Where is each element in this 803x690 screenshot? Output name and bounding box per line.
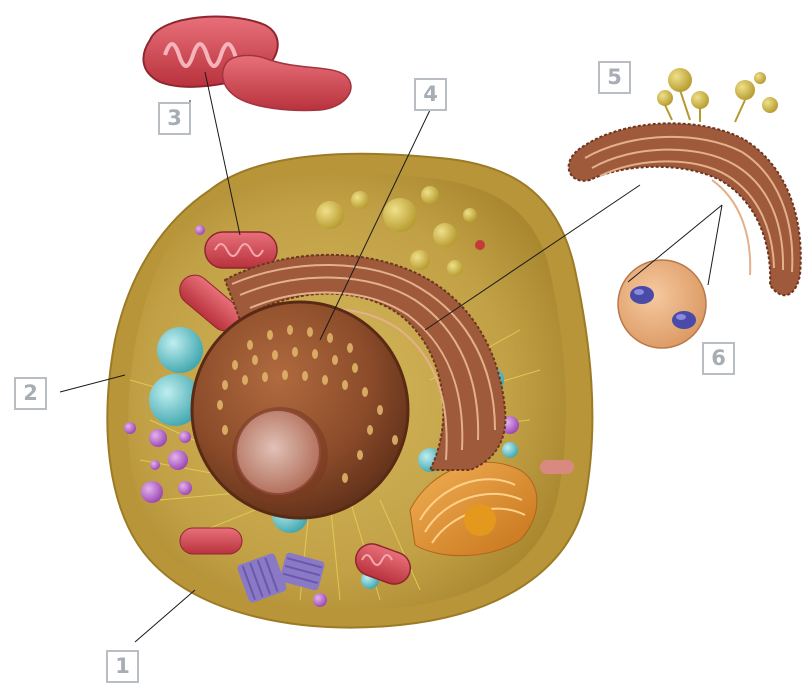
nucleolus (236, 410, 320, 494)
rough-er-zoom (569, 68, 801, 295)
label-1: 1 (106, 650, 139, 683)
golgi-vesicles-zoom (657, 68, 778, 122)
leader-6-b (708, 205, 722, 285)
ribosome-zoom (618, 260, 706, 348)
label-2: 2 (14, 377, 47, 410)
mitochondrion-zoom (143, 17, 351, 111)
nucleus (192, 302, 408, 518)
cell (107, 154, 592, 628)
leader-1 (135, 590, 195, 642)
label-5: 5 (598, 61, 631, 94)
label-3: 3 (158, 102, 191, 135)
label-4: 4 (414, 78, 447, 111)
label-6: 6 (702, 342, 735, 375)
